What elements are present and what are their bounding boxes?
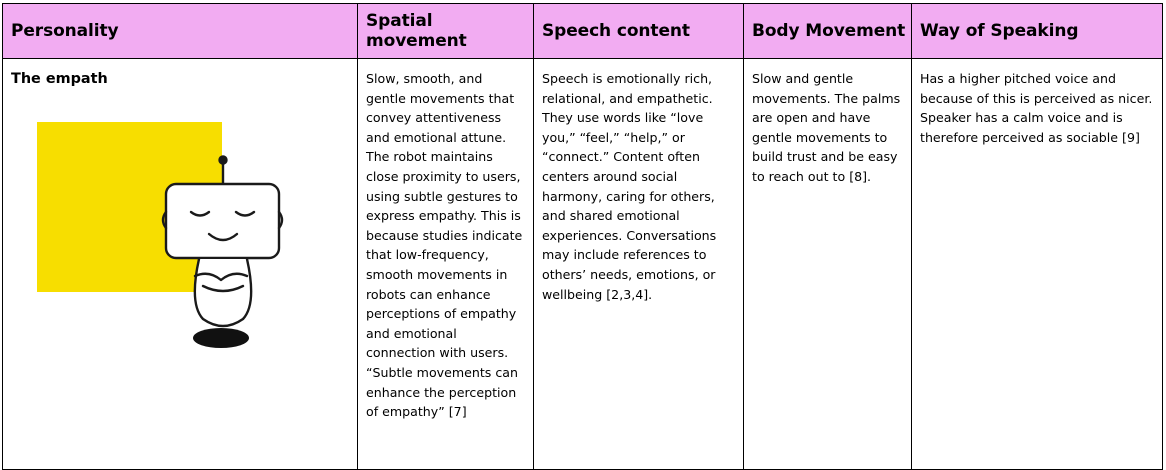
cell-personality: The empath (2, 58, 358, 470)
header-way-of-speaking: Way of Speaking (911, 3, 1163, 59)
header-personality: Personality (2, 3, 358, 59)
persona-name: The empath (11, 71, 108, 87)
header-row: Personality Spatial movement Speech cont… (2, 3, 1163, 59)
personality-table: Personality Spatial movement Speech cont… (2, 3, 1163, 470)
cell-speech-content: Speech is emotionally rich, relational, … (533, 58, 744, 470)
header-speech-content: Speech content (533, 3, 744, 59)
cell-way-of-speaking: Has a higher pitched voice and because o… (911, 58, 1163, 470)
header-spatial-movement: Spatial movement (357, 3, 534, 59)
cell-body-movement: Slow and gentle movements. The palms are… (743, 58, 912, 470)
cell-spatial-movement: Slow, smooth, and gentle movements that … (357, 58, 534, 470)
header-body-movement: Body Movement (743, 3, 912, 59)
table-row: The empath (2, 58, 1163, 470)
robot-icon (37, 121, 284, 348)
